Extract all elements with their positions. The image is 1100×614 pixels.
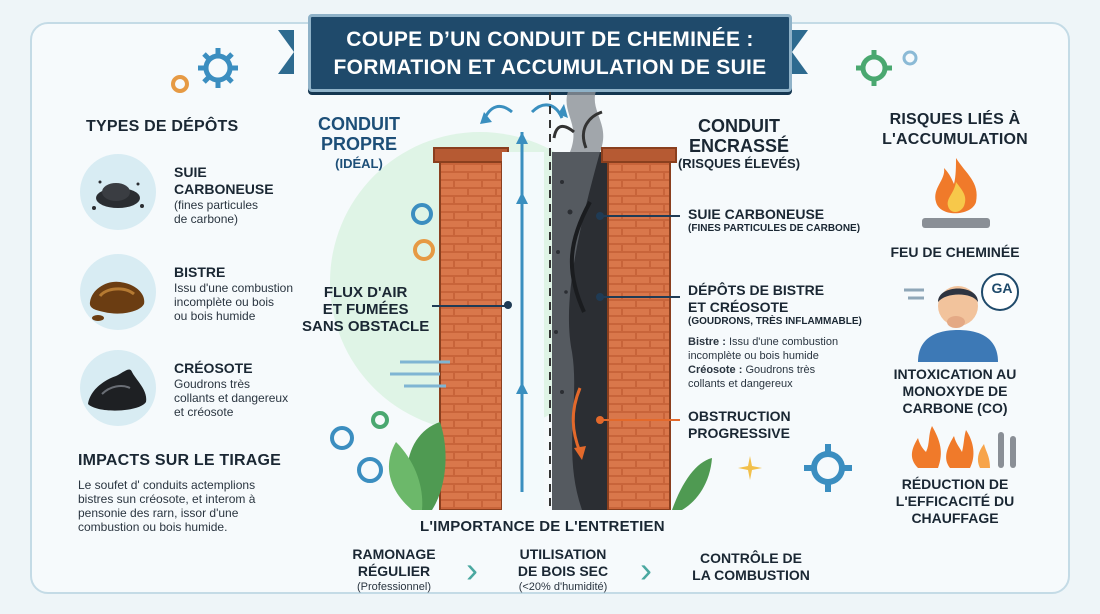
deposit-creosote-desc-1: Goudrons très [174,377,251,391]
impacts-line-1: Le soufet d' conduits actemplions [78,478,256,492]
creosote-text-2: collants et dangereux [688,378,793,390]
callout-soot-sub: (FINES PARTICULES DE CARBONE) [688,223,861,234]
dirty-subtitle: (RISQUES ÉLEVÉS) [677,156,801,171]
chevron-right-icon: › [466,549,478,590]
creosote-blob-icon [80,350,156,426]
deposit-creosote-desc-3: et créosote [174,405,234,419]
callout-3-line [600,419,680,421]
callout-deposits-sub: (GOUDRONS, TRÈS INFLAMMABLE) [688,316,862,327]
impacts-line-2: bistres sun créosote, et interom à [78,492,256,506]
gear-icon-right [804,444,852,492]
impacts-line-3: pensonie des rarn, issor d'une [78,506,239,520]
deposit-soot: SUIE CARBONEUSE (fines particules de car… [174,164,274,226]
dirty-flue-title: CONDUIT ENCRASSÉ (RISQUES ÉLEVÉS) [676,116,802,171]
callout-deposits: DÉPÔTS DE BISTRE ET CRÉOSOTE (GOUDRONS, … [688,282,862,391]
chimney-cross-section [330,92,712,510]
deposit-bistre-desc-3: ou bois humide [174,309,256,323]
speech-bubble-text: GA [991,280,1013,296]
deposit-soot-desc-1: (fines particules [174,198,259,212]
step-dry-wood-sub: (<20% d'humidité) [518,581,608,593]
step-dry-wood-title-2: DE BOIS SEC [517,563,609,579]
airflow-line-1: FLUX D'AIR [323,284,408,301]
risks-heading-2: L'ACCUMULATION [882,131,1028,148]
bistre-text-2: incomplète ou bois humide [688,350,819,362]
deposit-soot-title-1: SUIE [174,164,207,180]
airflow-line-3: SANS OBSTACLE [302,318,430,335]
risks-heading: RISQUES LIÉS À L'ACCUMULATION [870,110,1040,150]
step-dry-wood-title-1: UTILISATION [519,546,607,562]
risk-efficiency-line-1: RÉDUCTION DE [901,476,1009,492]
step-dry-wood: UTILISATION DE BOIS SEC (<20% d'humidité… [498,546,628,594]
gears-icon-top-right [856,50,918,86]
dirty-title-1: CONDUIT [698,116,780,136]
chevron-right-icon: › [640,549,652,590]
deposit-bistre-desc-2: incomplète ou bois [174,295,275,309]
impacts-text: Le soufet d' conduits actemplions bistre… [78,478,255,534]
person-coughing-icon [904,273,1019,362]
risk-co-line-1: INTOXICATION AU [893,366,1017,382]
clean-title-1: CONDUIT [318,114,400,134]
dirty-title-2: ENCRASSÉ [688,136,790,156]
callout-obstruction: OBSTRUCTION PROGRESSIVE [688,408,791,442]
deposit-creosote-desc-2: collants et dangereux [174,391,289,405]
step-sweeping-title-1: RAMONAGE [352,546,436,562]
deposit-bistre: BISTRE Issu d'une combustion incomplète … [174,264,293,323]
airflow-pointer-dot [504,301,512,309]
airflow-pointer [432,305,508,307]
airflow-line-2: ET FUMÉES [322,301,409,318]
maintenance-heading: L'IMPORTANCE DE L'ENTRETIEN [420,518,665,535]
title-banner: COUPE D’UN CONDUIT DE CHEMINÉE : FORMATI… [308,14,792,92]
risk-co: INTOXICATION AU MONOXYDE DE CARBONE (CO) [870,366,1040,417]
clean-subtitle: (IDÉAL) [335,156,383,171]
step-sweeping-title-2: RÉGULIER [357,563,431,579]
gears-icon-top-left [171,48,238,93]
deposit-soot-title-2: CARBONEUSE [174,181,274,197]
step-sweeping-sub: (Professionnel) [357,581,431,593]
callout-deposits-title-2: ET CRÉOSOTE [688,299,789,315]
step-combustion-title-2: LA COMBUSTION [692,567,810,583]
deposit-bistre-desc-1: Issu d'une combustion [174,281,294,295]
callout-obstruction-title-1: OBSTRUCTION [688,408,791,424]
callout-1-line [600,215,680,217]
title-ribbon-right [792,30,808,74]
bistre-text-1: Issu d'une combustion [725,336,839,348]
step-combustion: CONTRÔLE DE LA COMBUSTION [676,550,826,584]
callout-obstruction-title-2: PROGRESSIVE [688,425,790,441]
fire-icon [922,158,990,228]
impacts-heading: IMPACTS SUR LE TIRAGE [78,452,282,469]
creosote-label: Créosote : [688,364,743,376]
clean-flue-title: CONDUIT PROPRE (IDÉAL) [318,114,400,174]
step-sweeping: RAMONAGE RÉGULIER (Professionnel) [336,546,452,594]
soot-pile-icon [80,154,156,230]
deposit-creosote: CRÉOSOTE Goudrons très collants et dange… [174,360,288,419]
deposit-bistre-title: BISTRE [174,264,226,280]
callout-2-line [600,296,680,298]
impacts-line-4: combustion ou bois humide. [78,520,228,534]
risk-co-line-2: MONOXYDE DE [902,383,1008,399]
deposit-soot-desc-2: de carbone) [174,212,239,226]
title-line-1: COUPE D’UN CONDUIT DE CHEMINÉE : [346,28,754,51]
step-combustion-title-1: CONTRÔLE DE [700,550,802,566]
risk-co-line-3: CARBONE (CO) [902,400,1008,416]
creosote-text-1: Goudrons très [742,364,816,376]
risk-efficiency-line-3: CHAUFFAGE [911,510,999,526]
deposit-creosote-title: CRÉOSOTE [174,360,253,376]
bistre-puddle-icon [80,254,156,330]
deposit-types-heading: TYPES DE DÉPÔTS [86,118,239,135]
risks-heading-1: RISQUES LIÉS À [889,111,1021,128]
risk-fire-label: FEU DE CHEMINÉE [890,244,1020,260]
callout-soot-title: SUIE CARBONEUSE [688,206,825,222]
sparkle-icon [738,456,762,480]
bistre-label: Bistre : [688,336,726,348]
callout-deposits-title-1: DÉPÔTS DE BISTRE [688,282,825,298]
flames-thermometer-icon [911,426,1016,468]
clean-title-2: PROPRE [320,134,398,154]
risk-efficiency-line-2: L'EFFICACITÉ DU [895,493,1015,509]
title-ribbon-left [278,30,294,74]
title-line-2: FORMATION ET ACCUMULATION DE SUIE [333,56,767,79]
airflow-label: FLUX D'AIR ET FUMÉES SANS OBSTACLE [302,284,429,335]
callout-soot: SUIE CARBONEUSE (FINES PARTICULES DE CAR… [688,205,860,234]
risk-efficiency: RÉDUCTION DE L'EFFICACITÉ DU CHAUFFAGE [870,476,1040,527]
